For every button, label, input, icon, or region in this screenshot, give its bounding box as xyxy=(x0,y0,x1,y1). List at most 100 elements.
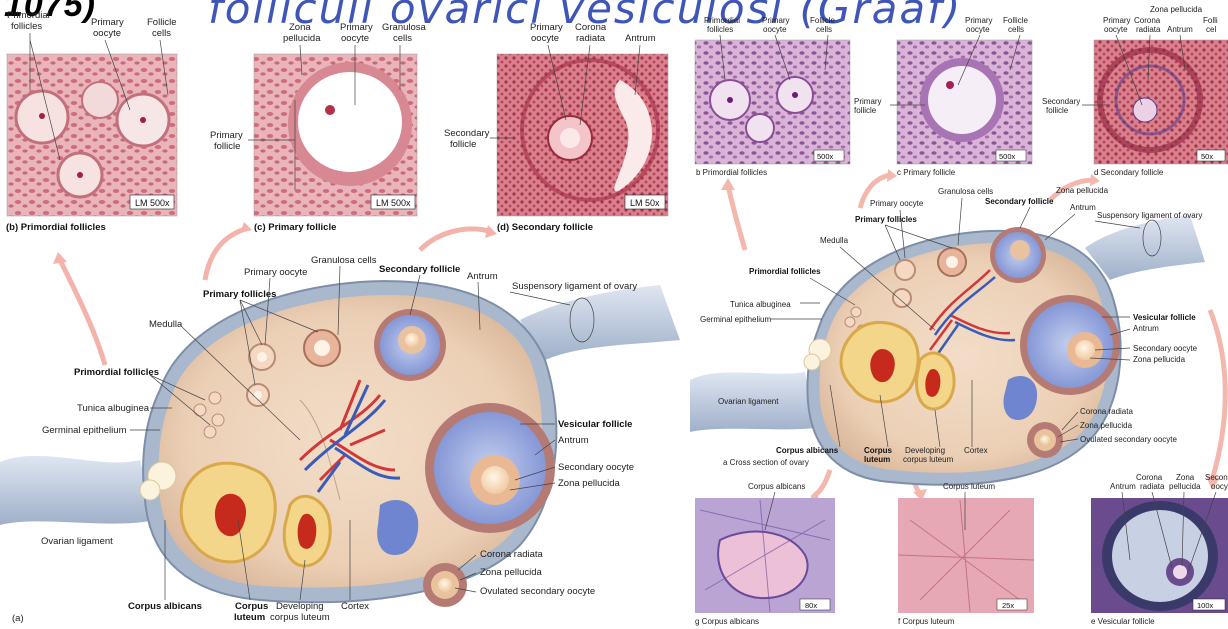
label-suspensory-right: Suspensory ligament of ovary xyxy=(1097,211,1202,220)
label-ovulated: Ovulated secondary oocyte xyxy=(480,586,595,597)
label-vesicular-right: Vesicular follicle xyxy=(1133,313,1196,322)
label-primary-d-right: Primary xyxy=(1103,16,1131,25)
label-corona-e: Corona xyxy=(1136,473,1163,482)
label-ovarian-ligament-right: Ovarian ligament xyxy=(718,397,779,406)
label-zona-pellucida-top-right: Zona pellucida xyxy=(1056,186,1109,195)
label-primary-follicles: Primary follicles xyxy=(203,289,276,300)
label-corona-radiata: Corona radiata xyxy=(480,549,544,560)
label-granulosa-right: Granulosa cells xyxy=(938,187,993,196)
label-follicle-b: Follicle xyxy=(147,17,177,28)
label-zona-e: Zona xyxy=(1176,473,1195,482)
label-cells-b: cells xyxy=(152,28,171,39)
label-radiata-d: radiata xyxy=(576,33,606,44)
label-pellucida-e: pellucida xyxy=(1169,482,1201,491)
arrow-e-right xyxy=(1210,310,1225,480)
scale-bar-d-right: 50x xyxy=(1201,152,1213,161)
label-granulosa-cells: Granulosa cells xyxy=(311,255,377,266)
micrograph-secondary-follicle: LM 50x xyxy=(497,54,668,216)
ovary-diagram-right xyxy=(690,215,1205,485)
scale-bar-e-right: 100x xyxy=(1197,601,1214,610)
label-follicle-d-right: follicle xyxy=(1046,106,1069,115)
label-secon-e: Secon xyxy=(1205,473,1228,482)
label-primary-oocyte: Primary oocyte xyxy=(244,267,307,278)
scale-bar-b: LM 500x xyxy=(135,198,170,208)
label-secondary-follicle: Secondary follicle xyxy=(379,264,460,275)
label-primordial-follicles: Primordial follicles xyxy=(74,367,159,378)
micrograph-primordial-follicles: LM 500x xyxy=(7,54,177,216)
label-primary-d: Primary xyxy=(530,22,563,33)
label-primary-follicle-c-right: Primary xyxy=(854,97,882,106)
label-developing-corpus-luteum: corpus luteum xyxy=(270,612,330,623)
caption-g-right: g Corpus albicans xyxy=(695,617,759,626)
label-primordial: Primordial xyxy=(7,10,50,21)
caption-b: (b) Primordial follicles xyxy=(6,222,106,233)
label-follicle-c2-right: follicle xyxy=(854,106,877,115)
label-follicle-d: follicle xyxy=(450,139,476,150)
label-corpus-right: Corpus xyxy=(864,446,893,455)
label-secondary-oocyte: Secondary oocyte xyxy=(558,462,634,473)
label-cells-c: cells xyxy=(393,33,412,44)
micrograph-c-right: 500x xyxy=(897,40,1032,164)
label-cortex-right: Cortex xyxy=(964,446,988,455)
label-corpus-albicans: Corpus albicans xyxy=(128,601,202,612)
label-luteum-right: luteum xyxy=(864,455,890,464)
label-developing: Developing xyxy=(276,601,324,612)
label-antrum: Antrum xyxy=(467,271,498,282)
label-cells-c-right: cells xyxy=(1008,25,1024,34)
scale-bar-c: LM 500x xyxy=(376,198,411,208)
label-oocyte-b: oocyte xyxy=(93,28,121,39)
label-primary-oocyte-right: Primary oocyte xyxy=(870,199,924,208)
arrow-to-d xyxy=(420,229,492,250)
label-secondary-d: Secondary xyxy=(444,128,490,139)
scale-bar-c-right: 500x xyxy=(999,152,1016,161)
label-luteum: luteum xyxy=(234,612,265,623)
label-corpus-albicans-g: Corpus albicans xyxy=(748,482,805,491)
label-antrum-right: Antrum xyxy=(1070,203,1096,212)
label-primordial-follicles-right: Primordial follicles xyxy=(749,267,821,276)
label-corpus: Corpus xyxy=(235,601,268,612)
label-cells-b-right: cells xyxy=(816,25,832,34)
label-follicle-c-right: Follicle xyxy=(1003,16,1028,25)
label-corona-d-right: Corona xyxy=(1134,16,1161,25)
label-corpus-albicans-right: Corpus albicans xyxy=(776,446,839,455)
label-vesicular-follicle: Vesicular follicle xyxy=(558,419,632,430)
label-zona-c: Zona xyxy=(289,22,311,33)
label-primary-b: Primary xyxy=(91,17,124,28)
left-figure: LM 500x Primordial follicles Primary ooc… xyxy=(0,0,686,629)
label-primary-c: Primary xyxy=(340,22,373,33)
caption-c-right: c Primary follicle xyxy=(897,168,956,177)
arrow-to-c xyxy=(205,228,248,280)
label-oocy-e: oocy xyxy=(1211,482,1228,491)
caption-c: (c) Primary follicle xyxy=(254,222,336,233)
label-medulla: Medulla xyxy=(149,319,183,330)
caption-e-right: e Vesicular follicle xyxy=(1091,617,1155,626)
label-a: (a) xyxy=(12,613,24,624)
label-antrum-d-right: Antrum xyxy=(1167,25,1193,34)
micrograph-d-right: 50x xyxy=(1094,40,1228,164)
label-developing2-right: corpus luteum xyxy=(903,455,954,464)
label-tunica-albuginea: Tunica albuginea xyxy=(77,403,150,414)
label-zona-pellucida-right: Zona pellucida xyxy=(1133,355,1186,364)
label-secondary-oocyte-right: Secondary oocyte xyxy=(1133,344,1198,353)
label-zona-d-right: Zona pellucida xyxy=(1150,5,1203,14)
label-follicle-c: follicle xyxy=(214,141,240,152)
label-primary-follicles-right: Primary follicles xyxy=(855,215,917,224)
label-oocyte-c-right: oocyte xyxy=(966,25,990,34)
label-primary-follicle-c: Primary xyxy=(210,130,243,141)
right-figure-svg: 500x Primordial follicles Primary oocyte… xyxy=(690,0,1228,629)
label-folli-d-right: Folli xyxy=(1203,16,1218,25)
label-primary-c-right: Primary xyxy=(965,16,993,25)
scale-bar-b-right: 500x xyxy=(817,152,834,161)
label-zona-pellucida-2: Zona pellucida xyxy=(480,567,543,578)
left-figure-svg: LM 500x Primordial follicles Primary ooc… xyxy=(0,0,686,629)
scale-bar-g-right: 80x xyxy=(805,601,817,610)
label-corona-right: Corona radiata xyxy=(1080,407,1133,416)
micrograph-e-right: 100x xyxy=(1091,498,1228,613)
label-germinal-epithelium: Germinal epithelium xyxy=(42,425,127,436)
label-germinal-right: Germinal epithelium xyxy=(700,315,771,324)
label-suspensory: Suspensory ligament of ovary xyxy=(512,281,637,292)
label-cel-d-right: cel xyxy=(1206,25,1216,34)
label-antrum-e: Antrum xyxy=(1110,482,1136,491)
micrograph-b-right: 500x xyxy=(695,40,850,164)
caption-b-right: b Primordial follicles xyxy=(696,168,767,177)
